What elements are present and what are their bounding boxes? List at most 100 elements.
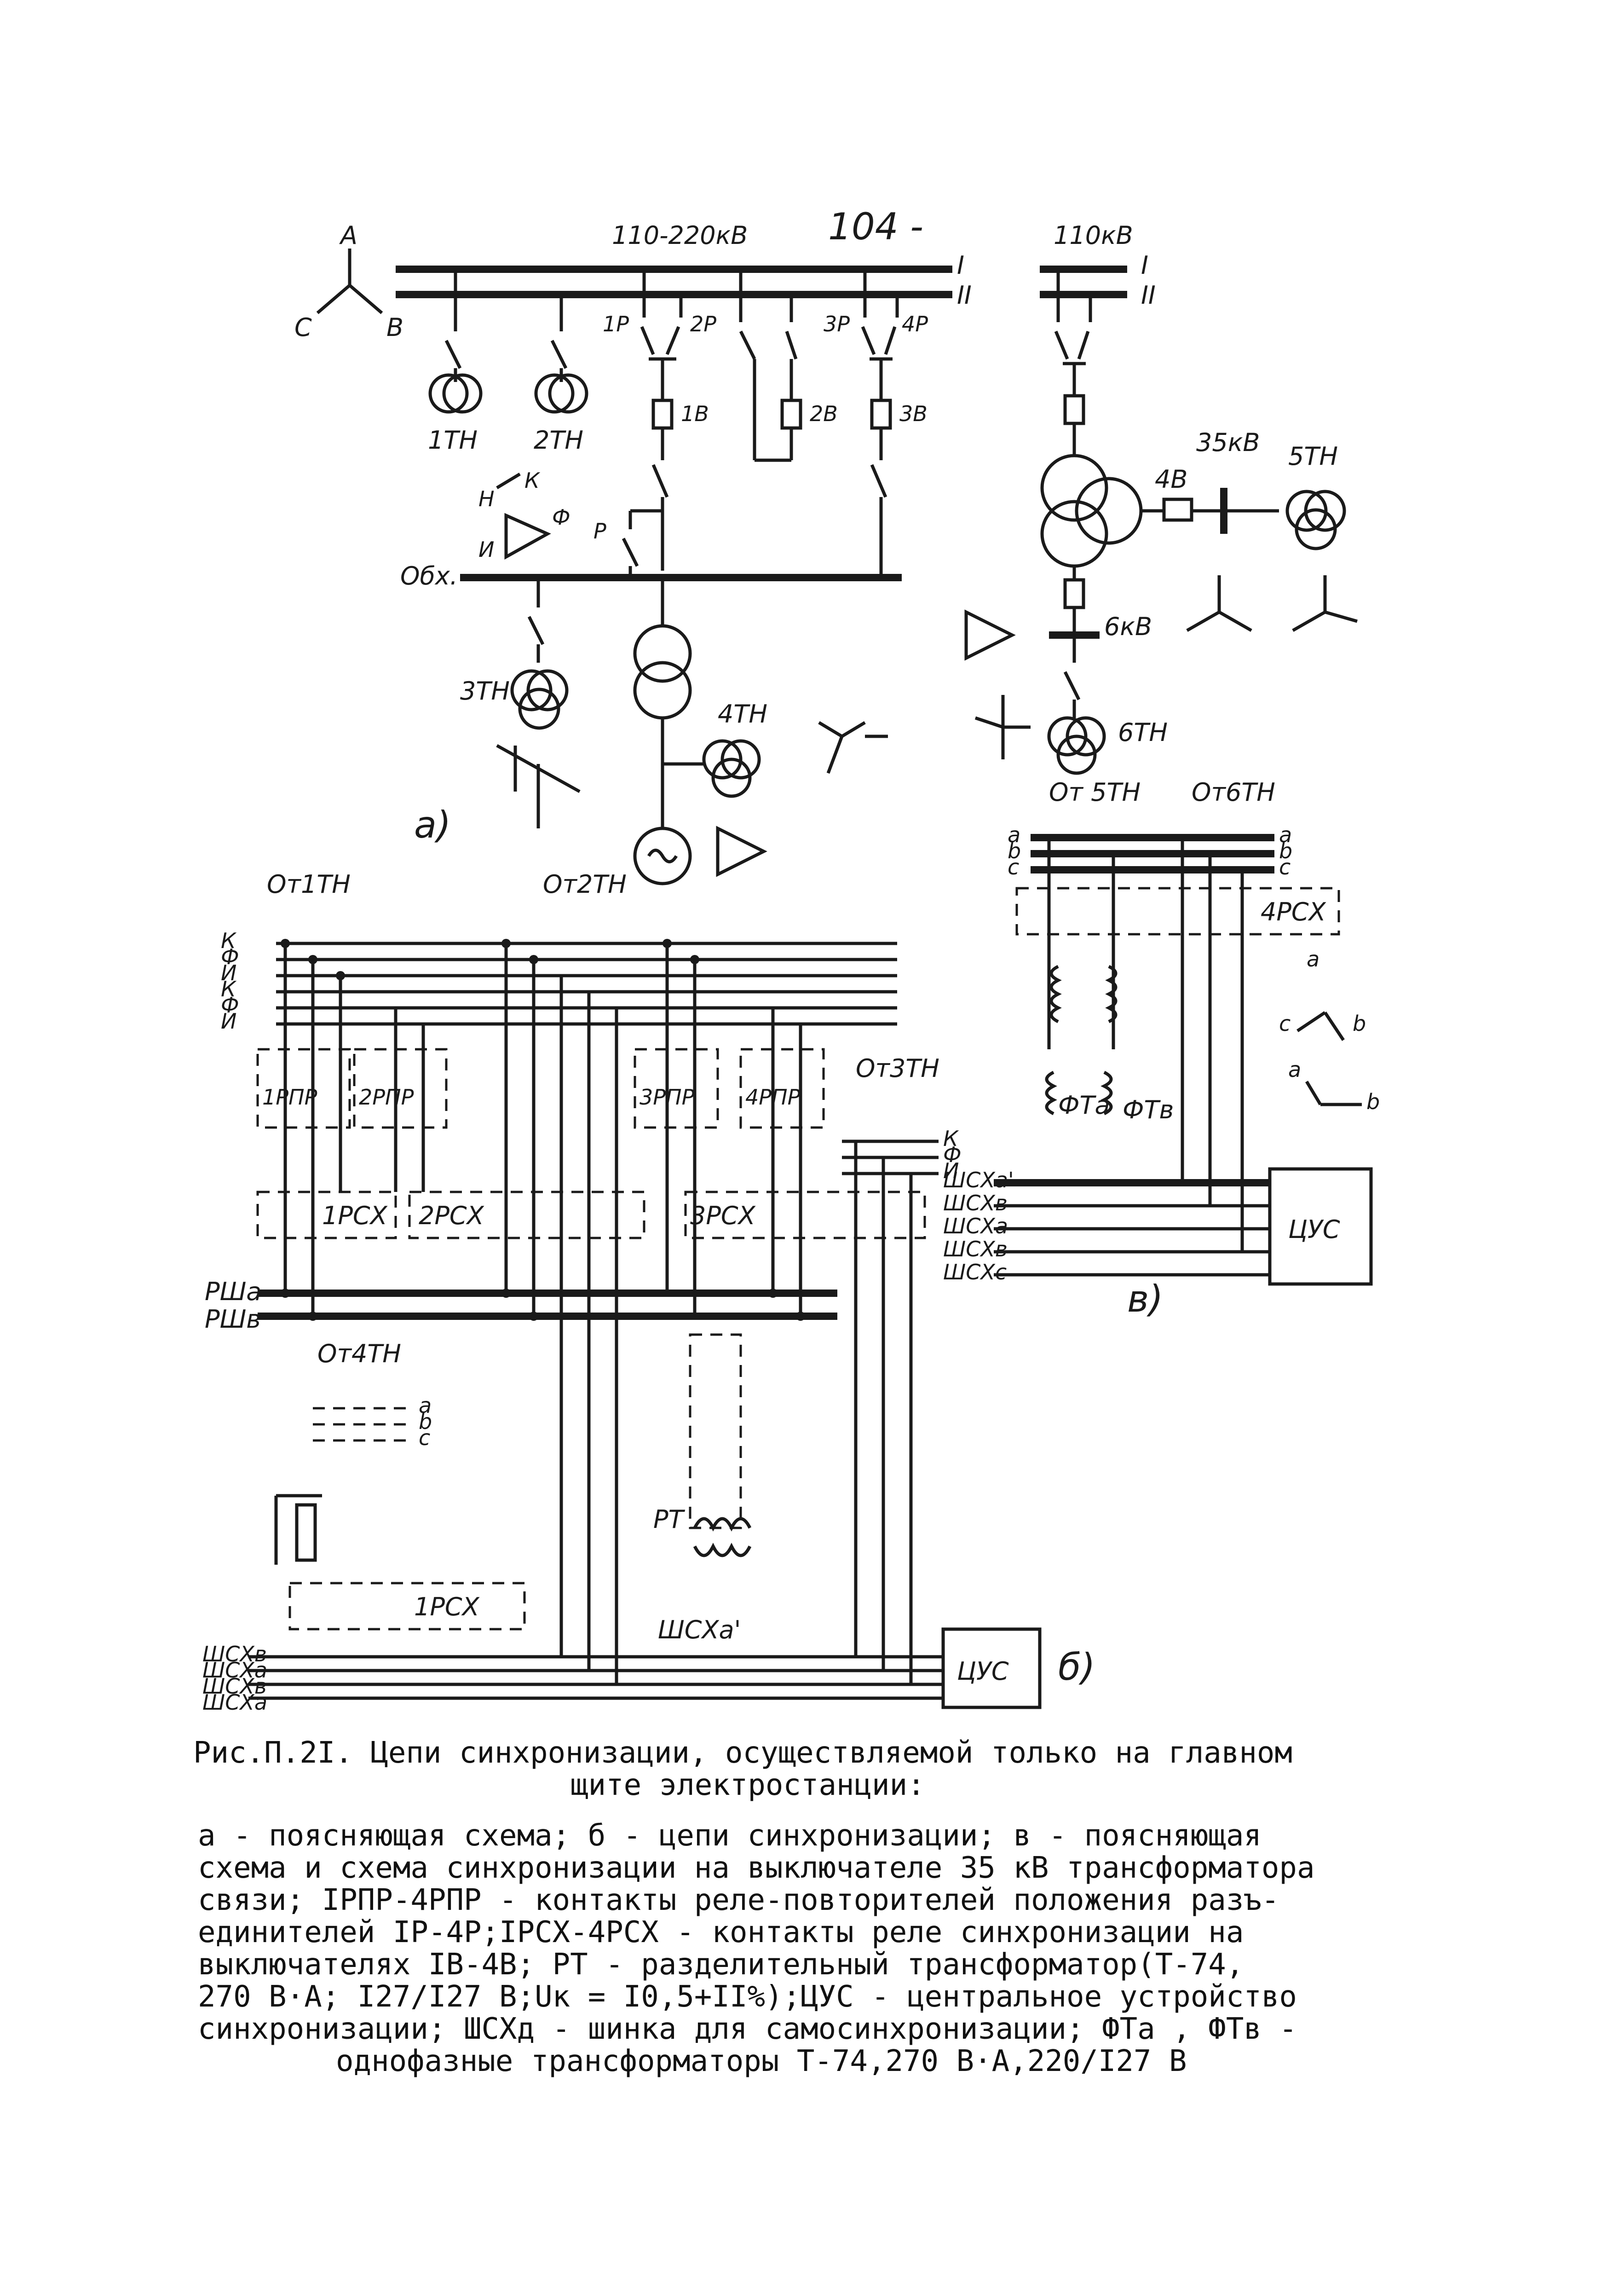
vector-a-2: a: [1288, 1057, 1301, 1082]
contact-3RSX: 3РСХ: [690, 1201, 756, 1230]
phase-b-left: b: [1008, 839, 1021, 863]
page-number: 104 -: [828, 205, 923, 248]
from-5TH: От 5ТН: [1049, 778, 1141, 807]
phase-a-left: a: [1008, 822, 1020, 847]
central-sync-device-b: [941, 1627, 1042, 1709]
wire-label-2: Ф: [221, 944, 239, 969]
v-bus-label-4: ШСХв: [943, 1237, 1008, 1261]
cus-label-v: ЦУС: [1288, 1215, 1340, 1244]
vt-1TH: 1ТН: [428, 269, 483, 455]
rsh-a-label: РШа: [205, 1277, 261, 1306]
disconnector-4P: 4Р: [902, 312, 928, 336]
contact-1RSX-lower: 1РСХ: [414, 1592, 480, 1621]
from3-I: И: [943, 1158, 959, 1183]
v-bus-label-2: ШСХв: [943, 1191, 1008, 1215]
wire-label-5: Ф: [221, 993, 239, 1018]
contact-4RSX: 4РСХ: [1261, 897, 1326, 926]
v-bus-label-1: ШСХа': [943, 1168, 1014, 1192]
phase-B: B: [386, 313, 403, 342]
bus-roman-II: II: [957, 281, 972, 310]
from-6TH: От6ТН: [1192, 778, 1275, 807]
bus-voltage-label: 110-220кВ: [612, 221, 748, 250]
phase-star-abc-4TH: [818, 721, 888, 774]
vector-c-1: c: [1279, 1011, 1291, 1036]
vt-2TH: 2ТН: [534, 295, 588, 455]
isolating-transformer-RT: РТ: [653, 1505, 686, 1534]
caption-line-8: однофазные трансформаторы Т-74,270 В·А,2…: [336, 2044, 1187, 2078]
voltage-35kV: 35кВ: [1196, 428, 1260, 457]
phase-A: A: [339, 221, 357, 250]
vector-b-2: b: [1366, 1089, 1380, 1114]
phase-b-right: b: [1279, 839, 1292, 863]
contact-1RPR: 1РПР: [262, 1085, 317, 1110]
diagram-v: От 5ТН От6ТН a b c a b c 4РСХ ФТа ФТв ШС…: [943, 778, 1380, 1320]
caption-title-1: Рис.П.2I. Цепи синхронизации, осуществля…: [193, 1736, 1292, 1770]
vector-a-1: a: [1307, 947, 1319, 972]
phase-C: C: [294, 313, 312, 342]
from3-K: К: [943, 1126, 959, 1151]
bottom-bus-label-2: ШСХа: [202, 1658, 267, 1683]
bus-roman-I-right: I: [1141, 251, 1148, 280]
from4-b: b: [419, 1409, 432, 1434]
phase-c-left: c: [1008, 855, 1019, 879]
feeder-2B: 2В: [739, 269, 838, 462]
breaker-4B: 4В: [1155, 465, 1187, 494]
v-bus-label-5: ШСХс: [943, 1260, 1007, 1284]
vt-4TH-label: 4ТН: [718, 700, 767, 729]
from-4TH: От4ТН: [317, 1339, 401, 1368]
caption-line-3: связи; IРПР-4РПР - контакты реле-повтори…: [198, 1883, 1279, 1917]
vt-2TH-label: 2ТН: [534, 426, 583, 455]
vt-3TH-label: 3ТН: [460, 677, 510, 706]
from4-c: c: [419, 1425, 430, 1450]
contact-2RPR: 2РПР: [359, 1085, 414, 1110]
breaker-1B: 1В: [681, 401, 709, 426]
bus-roman-I: I: [957, 251, 964, 280]
generator-branch: 4ТН: [633, 578, 767, 885]
phase-a-right: a: [1279, 822, 1292, 847]
vt-winding-delta: К Н Ф И: [478, 468, 570, 562]
wire-label-1: К: [221, 928, 237, 953]
shsxa-prime-label: ШСХа': [658, 1615, 741, 1644]
caption-title-2: щите электростанции:: [570, 1768, 925, 1802]
terminal-F: Ф: [552, 505, 570, 530]
diagram-a-sublabel: а): [414, 804, 451, 846]
diagram-b: От1ТН От2ТН К Ф И К Ф И 1РПР 2РПР 3РПР 4…: [202, 870, 1095, 1715]
caption-line-5: выключателях IВ-4В; РТ - разделительный …: [198, 1948, 1244, 1982]
disconnector-1P: 1Р: [603, 312, 629, 336]
central-sync-device-v: [1268, 1167, 1373, 1286]
vt-5TH-label: 5ТН: [1288, 442, 1338, 471]
vt-3TH: 3ТН: [460, 578, 569, 730]
bypass-bus-label: Обх.: [400, 561, 458, 590]
wire-label-3: И: [221, 960, 236, 985]
terminal-H: Н: [478, 486, 495, 511]
from-3TH: От3ТН: [856, 1054, 939, 1083]
from-1TH: От1ТН: [267, 870, 351, 899]
breaker-2B: 2В: [810, 401, 838, 426]
from4-a: a: [419, 1393, 432, 1418]
caption-line-1: а - поясняющая схема; б - цепи синхрониз…: [198, 1819, 1262, 1853]
caption-line-2: схема и схема синхронизации на выключате…: [198, 1851, 1314, 1885]
diagram-b-sublabel: б): [1058, 1646, 1095, 1689]
vector-b-1: b: [1353, 1011, 1366, 1036]
figure-caption: Рис.П.2I. Цепи синхронизации, осуществля…: [193, 1736, 1314, 2078]
from-2TH: От2ТН: [543, 870, 627, 899]
disconnector-2P: 2Р: [690, 312, 716, 336]
wire-label-6: И: [221, 1009, 236, 1034]
vt-6TH-label: 6ТН: [1118, 718, 1168, 747]
caption-line-7: синхронизации; ШСХд - шинка для самосинх…: [198, 2012, 1297, 2046]
from3-F: Ф: [943, 1142, 962, 1167]
feeder-1B: 1Р 2Р 1В: [603, 269, 716, 571]
bypass-disconnector-P: Р: [593, 519, 606, 544]
terminal-K: К: [524, 468, 541, 493]
single-phase-transformer-FTb: ФТв: [1123, 1095, 1174, 1124]
contact-2RSX: 2РСХ: [419, 1201, 484, 1230]
bottom-bus-label-3: ШСХв: [202, 1674, 267, 1699]
diagram-a: A B C 110-220кВ 110кВ I II I II 1ТН: [294, 221, 1156, 885]
wire-label-4: К: [221, 977, 237, 1001]
single-phase-transformer-FTa: ФТа: [1058, 1091, 1110, 1120]
terminal-I: И: [478, 537, 494, 562]
contact-1RSX: 1РСХ: [322, 1201, 388, 1230]
phase-c-right: c: [1279, 855, 1291, 879]
diagram-v-sublabel: в): [1127, 1278, 1163, 1320]
